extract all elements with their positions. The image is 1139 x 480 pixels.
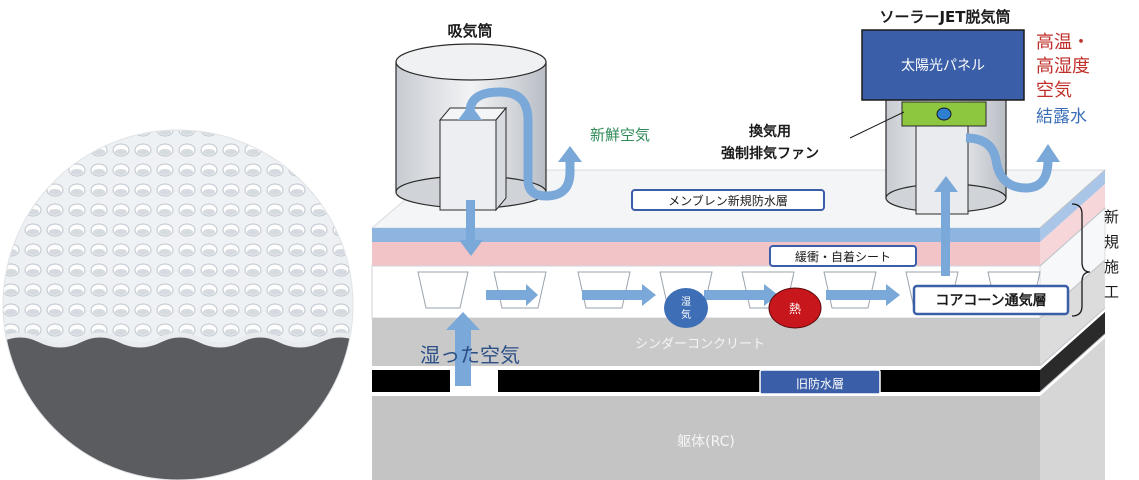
old-waterproof-layer-left xyxy=(372,370,450,392)
fresh-air-arrow-head xyxy=(558,146,582,162)
new-work-char-2: 規 xyxy=(1104,233,1119,251)
core-cone-sheet-photo xyxy=(3,130,353,480)
fresh-air-label: 新鮮空気 xyxy=(590,126,650,144)
humidity-badge xyxy=(664,288,708,328)
vent-up-arrow-shaft xyxy=(941,190,950,276)
fan-label-line2: 強制排気ファン xyxy=(721,145,819,162)
old-waterproof-label: 旧防水層 xyxy=(796,376,844,391)
intake-tube xyxy=(395,43,547,212)
new-work-char-4: 工 xyxy=(1104,283,1119,301)
high-temp-line1: 高温・ xyxy=(1036,32,1090,53)
new-work-bracket xyxy=(1071,203,1091,317)
fan-motor-icon xyxy=(936,107,952,121)
perspective-lines xyxy=(1039,169,1106,393)
fresh-air-arrow-path xyxy=(465,87,575,201)
condensation-label: 結露水 xyxy=(1036,107,1087,127)
cinder-concrete-layer xyxy=(372,318,1040,366)
airflow-arrows xyxy=(486,284,900,306)
new-work-char-1: 新 xyxy=(1104,208,1119,226)
high-temp-line2: 高湿度 xyxy=(1036,56,1090,77)
intake-down-arrow-shaft xyxy=(466,200,475,242)
humid-badge-line2: 気 xyxy=(681,308,691,321)
old-waterproof-label-box xyxy=(759,369,881,395)
humid-badge-line1: 湿 xyxy=(681,296,691,308)
membrane-label-box xyxy=(631,189,825,211)
structure-rc-layer xyxy=(372,396,1040,480)
exhaust-arrow-head xyxy=(1036,144,1060,162)
humid-air-label: 湿った空気 xyxy=(420,343,520,367)
new-work-char-3: 施 xyxy=(1104,258,1119,276)
cushion-label-box xyxy=(769,245,917,267)
core-cone-label-box xyxy=(912,284,1070,316)
photo-border xyxy=(2,129,354,480)
fan-label-line1: 換気用 xyxy=(749,123,791,140)
cushion-pink-band xyxy=(372,242,1040,266)
membrane-label: メンブレン新規防水層 xyxy=(668,193,788,208)
core-cone-label: コアコーン通気層 xyxy=(935,292,1046,309)
solar-panel-label: 太陽光パネル xyxy=(901,58,985,74)
fan-pointer-line xyxy=(849,111,905,139)
intake-tube-label: 吸気筒 xyxy=(447,22,492,40)
heat-badge-label: 熱 xyxy=(789,302,801,316)
solar-jet-vent-label: ソーラーJET脱気筒 xyxy=(879,8,1010,26)
vent-up-arrow-head xyxy=(934,176,958,192)
cinder-concrete-label: シンダーコンクリート xyxy=(635,337,765,352)
solar-panel xyxy=(861,29,1025,101)
fresh-air-inner-arrow-head xyxy=(458,104,482,120)
exhaust-arrow-path xyxy=(965,133,1053,193)
intake-down-arrow-head xyxy=(459,240,483,256)
membrane-blue-band xyxy=(372,228,1040,242)
humid-air-up-arrow-head xyxy=(446,312,480,330)
high-temp-line3: 空気 xyxy=(1036,80,1072,101)
cushion-sheet-label: 緩衝・自着シート xyxy=(795,249,891,264)
heat-badge xyxy=(768,287,822,329)
humid-air-up-arrow-shaft xyxy=(455,328,471,386)
structure-rc-label: 躯体(RC) xyxy=(677,434,735,450)
